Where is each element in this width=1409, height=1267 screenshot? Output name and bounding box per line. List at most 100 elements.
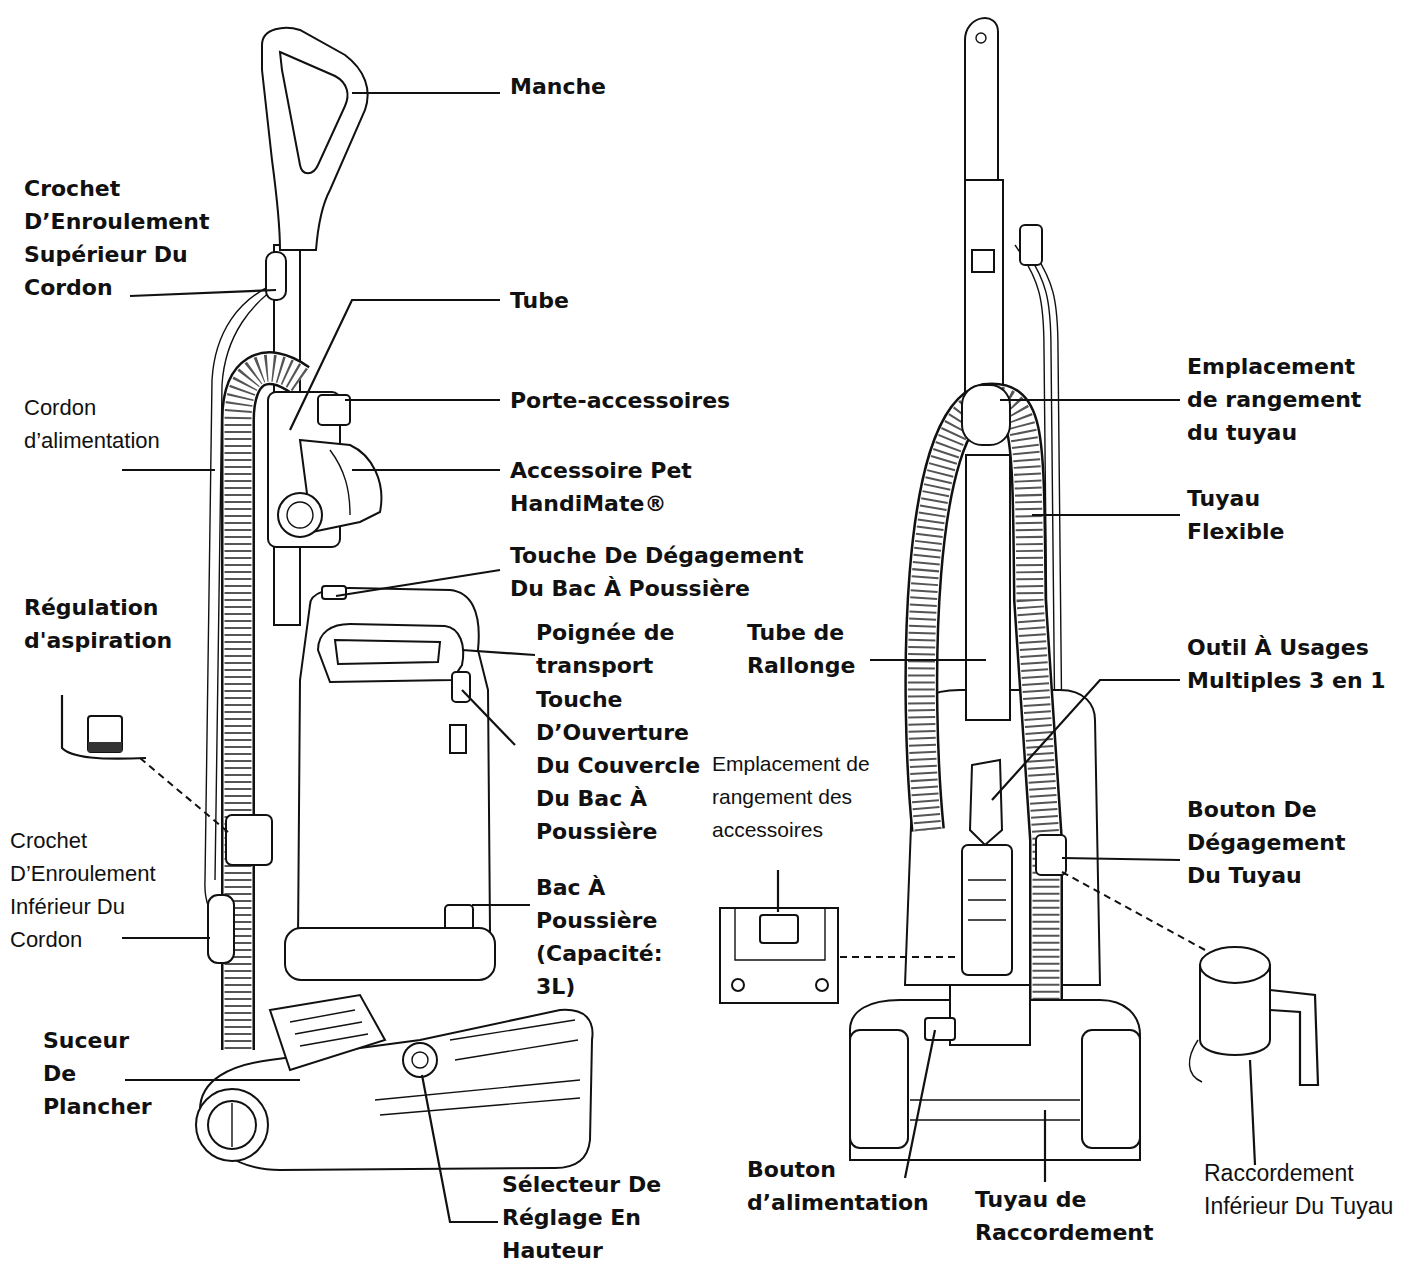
part-label: Tube — [510, 284, 710, 317]
part-label: Tuyau Flexible — [1187, 482, 1297, 548]
handle-detail — [976, 33, 986, 43]
motor-vents — [290, 1010, 368, 1046]
leader-lines — [122, 93, 1255, 1222]
leader-line — [336, 570, 500, 596]
part-label: Poignée de transport — [536, 616, 726, 682]
hose-storage — [962, 385, 1010, 445]
neck — [950, 985, 1030, 1045]
storage-clip — [760, 915, 798, 943]
bin-label — [450, 725, 466, 753]
dashed-leader — [140, 758, 228, 832]
hose-collar — [226, 815, 272, 865]
hose-release-button — [1036, 835, 1066, 875]
upper-cord-hook — [266, 252, 286, 300]
leader-line — [462, 650, 535, 655]
leader-line — [1062, 858, 1180, 860]
leader-line — [472, 904, 530, 906]
part-label: Raccordement Inférieur Du Tuyau — [1204, 1157, 1394, 1223]
handle — [262, 28, 368, 250]
leader-line — [122, 469, 215, 471]
part-label: Bouton d’alimentation — [747, 1153, 947, 1219]
right-vacuum — [850, 18, 1140, 1160]
extension-tube — [966, 455, 1010, 720]
leader-line — [345, 399, 500, 401]
leader-line — [1250, 1060, 1255, 1165]
lid-open-button — [452, 672, 470, 702]
socket-arm — [1270, 990, 1318, 1085]
height-selector — [412, 1052, 428, 1068]
leader-line — [777, 870, 779, 912]
part-label: Bouton De Dégagement Du Tuyau — [1187, 793, 1362, 892]
bin-base — [285, 928, 495, 980]
leader-line — [422, 1075, 498, 1222]
leader-line — [870, 659, 986, 661]
part-label: Emplacement de rangement des accessoires — [712, 747, 887, 846]
part-label: Crochet D’Enroulement Supérieur Du Cordo… — [24, 172, 214, 304]
carry-handle — [318, 624, 463, 682]
part-label: Crochet D’Enroulement Inférieur Du Cordo… — [10, 824, 180, 956]
inset-outline — [62, 695, 146, 759]
wheel-spoke — [231, 1103, 232, 1147]
part-label: Touche D’Ouverture Du Couvercle Du Bac À… — [536, 683, 711, 848]
leader-line — [130, 290, 276, 296]
suction-slider-base — [88, 742, 122, 752]
leader-line — [1032, 514, 1180, 516]
leader-line — [352, 92, 500, 94]
tube — [965, 180, 1003, 410]
height-selector — [403, 1043, 437, 1077]
part-label: Tuyau de Raccordement — [975, 1183, 1175, 1249]
storage-slot — [735, 908, 825, 960]
part-label: Suceur De Plancher — [43, 1024, 143, 1123]
hose-socket-rim — [1200, 947, 1270, 983]
socket-cord — [1189, 1040, 1202, 1082]
power-button — [925, 1018, 955, 1040]
motor-housing — [270, 995, 385, 1070]
leader-line — [992, 680, 1180, 800]
wheel-hub — [208, 1101, 256, 1149]
pet-tool-knob — [287, 502, 313, 528]
nozzle-ribs — [375, 1020, 580, 1115]
wheel — [1082, 1030, 1140, 1148]
leader-line — [125, 1079, 300, 1081]
part-label: Outil À Usages Multiples 3 en 1 — [1187, 631, 1409, 697]
leader-line — [905, 1030, 935, 1178]
base-detail — [910, 1100, 1080, 1120]
suction-slider — [88, 716, 122, 752]
tool-base — [962, 845, 1012, 975]
leader-line — [1000, 399, 1180, 401]
upper-cord-hook — [1020, 225, 1042, 265]
part-label: Sélecteur De Réglage En Hauteur — [502, 1168, 702, 1267]
accessory-storage-inset — [720, 908, 838, 1003]
tool-base-detail — [968, 880, 1006, 920]
part-label: Emplacement de rangement du tuyau — [1187, 350, 1392, 449]
leader-line — [1044, 1110, 1046, 1182]
lower-cord-hook — [208, 895, 234, 963]
screw — [816, 979, 828, 991]
part-label: Bac À Poussière (Capacité: 3L) — [536, 871, 636, 1003]
wheel — [196, 1089, 268, 1161]
tube-latch — [972, 250, 994, 272]
pet-tool-knob — [278, 493, 322, 537]
dashed-leader — [840, 956, 960, 958]
part-label: Manche — [510, 70, 810, 103]
pet-tool-detail — [330, 450, 350, 515]
wheel — [850, 1030, 908, 1148]
part-label: Touche De Dégagement Du Bac À Poussière — [510, 539, 830, 605]
part-label: Tube de Rallonge — [747, 616, 877, 682]
screw — [732, 979, 744, 991]
dust-bin — [298, 588, 490, 975]
part-label: Cordon d’alimentation — [24, 391, 144, 457]
handle-grip-hole — [280, 52, 348, 173]
carry-handle-hole — [335, 640, 440, 664]
inset-outline — [720, 908, 838, 1003]
leader-line — [122, 937, 210, 939]
suction-inset — [62, 695, 146, 759]
part-label: Régulation d'aspiration — [24, 591, 209, 657]
leader-line — [352, 469, 500, 471]
multi-tool — [970, 760, 1002, 845]
leader-line — [462, 690, 515, 745]
bin-release-button — [322, 586, 346, 599]
